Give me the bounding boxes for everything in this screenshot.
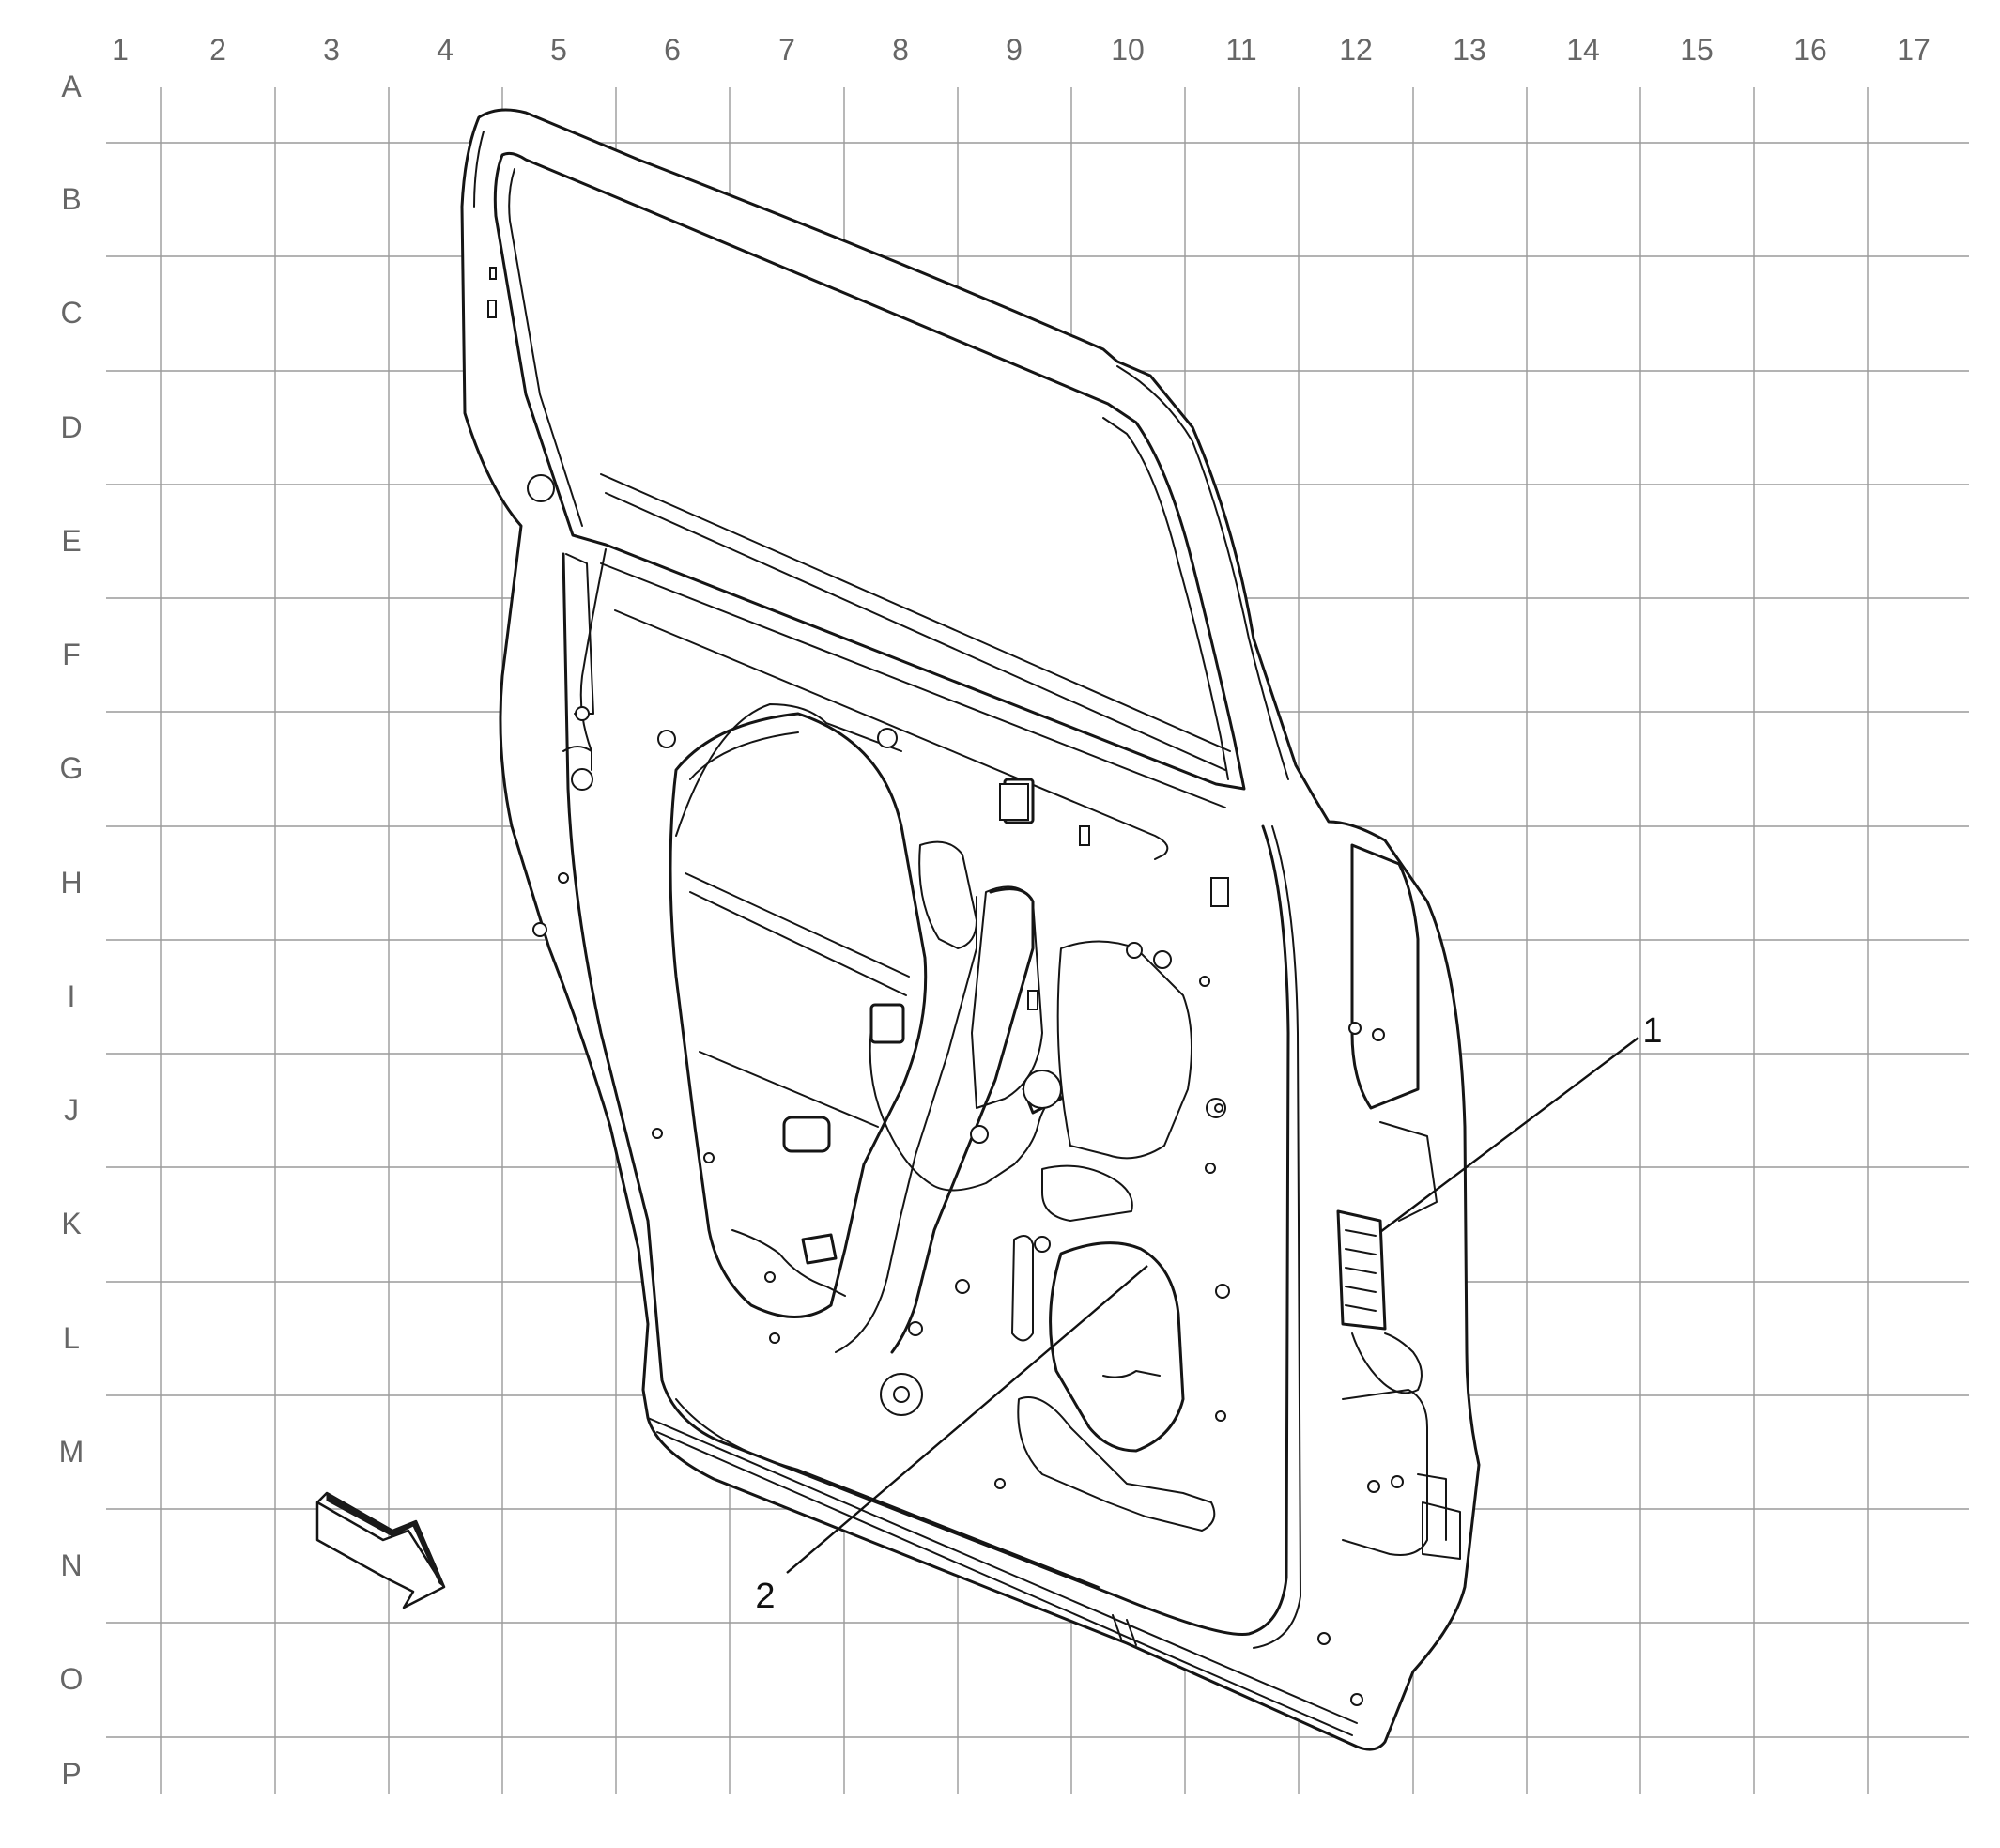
door-harness-connector-pins	[1345, 1229, 1377, 1312]
col-label-3: 3	[323, 33, 340, 67]
row-label-A: A	[61, 69, 82, 103]
beltline-upper	[600, 473, 1231, 808]
connector-upper-left	[869, 1003, 905, 1044]
row-label-M: M	[59, 1435, 85, 1469]
regulator-rail-2	[835, 896, 977, 1353]
col-label-10: 10	[1111, 33, 1145, 67]
beltline-lower	[614, 609, 1169, 860]
callout-2-label: 2	[755, 1577, 775, 1616]
wiring-harness-mid	[869, 1013, 1053, 1192]
col-label-2: 2	[209, 33, 226, 67]
regulator-rail	[890, 887, 1035, 1354]
access-opening-left	[669, 712, 928, 1318]
row-label-E: E	[61, 524, 81, 558]
col-label-6: 6	[664, 33, 681, 67]
door-panel	[460, 108, 1481, 1751]
col-label-14: 14	[1566, 33, 1600, 67]
col-label-1: 1	[112, 33, 129, 67]
row-label-O: O	[60, 1662, 84, 1696]
row-labels: A B C D E F G H I J K L M N O P	[59, 69, 85, 1791]
callout-1-leader	[1379, 1037, 1639, 1233]
row-label-B: B	[61, 182, 81, 216]
col-label-13: 13	[1453, 33, 1486, 67]
col-label-12: 12	[1339, 33, 1373, 67]
panel-holes	[527, 474, 1404, 1706]
window-frame-inner-2	[508, 168, 1229, 780]
lower-clip-connector	[801, 1233, 838, 1265]
col-label-16: 16	[1793, 33, 1827, 67]
col-label-5: 5	[550, 33, 567, 67]
row-label-J: J	[64, 1093, 79, 1127]
bottom-sill-notches	[1112, 1614, 1137, 1646]
panel-slots	[487, 267, 1229, 1010]
door-outer-shell	[460, 108, 1481, 1751]
column-labels: 1 2 3 4 5 6 7 8 9 10 11 12 13 14 15 16 1…	[112, 33, 1931, 67]
row-label-L: L	[63, 1321, 80, 1355]
window-frame-outer-line	[473, 131, 1289, 780]
inner-panel-edge-2	[1253, 825, 1301, 1649]
callout-leaders	[786, 1037, 1639, 1574]
col-label-4: 4	[437, 33, 454, 67]
row-label-C: C	[60, 296, 82, 330]
right-edge-details	[1379, 1121, 1461, 1560]
door-harness-grommet	[1351, 1332, 1423, 1394]
col-label-15: 15	[1680, 33, 1714, 67]
stamping-lower-ovals	[1011, 1164, 1216, 1532]
col-label-17: 17	[1897, 33, 1931, 67]
row-label-I: I	[68, 979, 76, 1013]
callout-1-label: 1	[1642, 1011, 1662, 1051]
col-label-9: 9	[1006, 33, 1023, 67]
window-frame-inner	[493, 151, 1246, 791]
stamping-mid-ovals	[918, 840, 1192, 1160]
col-label-7: 7	[778, 33, 795, 67]
col-label-8: 8	[892, 33, 909, 67]
callout-2-leader	[786, 1265, 1148, 1574]
inner-panel-edge	[562, 552, 1290, 1636]
wiring-harness-upper	[579, 548, 902, 837]
connector-window-switch	[782, 1116, 831, 1153]
col-label-11: 11	[1225, 33, 1256, 67]
access-opening-right	[1049, 1241, 1185, 1453]
bottom-sill-lines	[647, 1398, 1358, 1736]
row-label-P: P	[61, 1757, 81, 1791]
row-label-D: D	[60, 410, 82, 444]
wiring-harness-lower	[731, 1229, 1161, 1378]
hinge-pillar-lower	[1342, 1389, 1428, 1556]
row-label-G: G	[60, 751, 84, 785]
row-label-K: K	[61, 1207, 81, 1240]
view-direction-arrow-icon	[315, 1491, 446, 1609]
access-opening-left-inner	[685, 732, 910, 1128]
row-label-N: N	[60, 1548, 82, 1582]
row-label-H: H	[60, 866, 82, 900]
row-label-F: F	[62, 638, 81, 671]
hinge-pillar	[1350, 843, 1420, 1110]
